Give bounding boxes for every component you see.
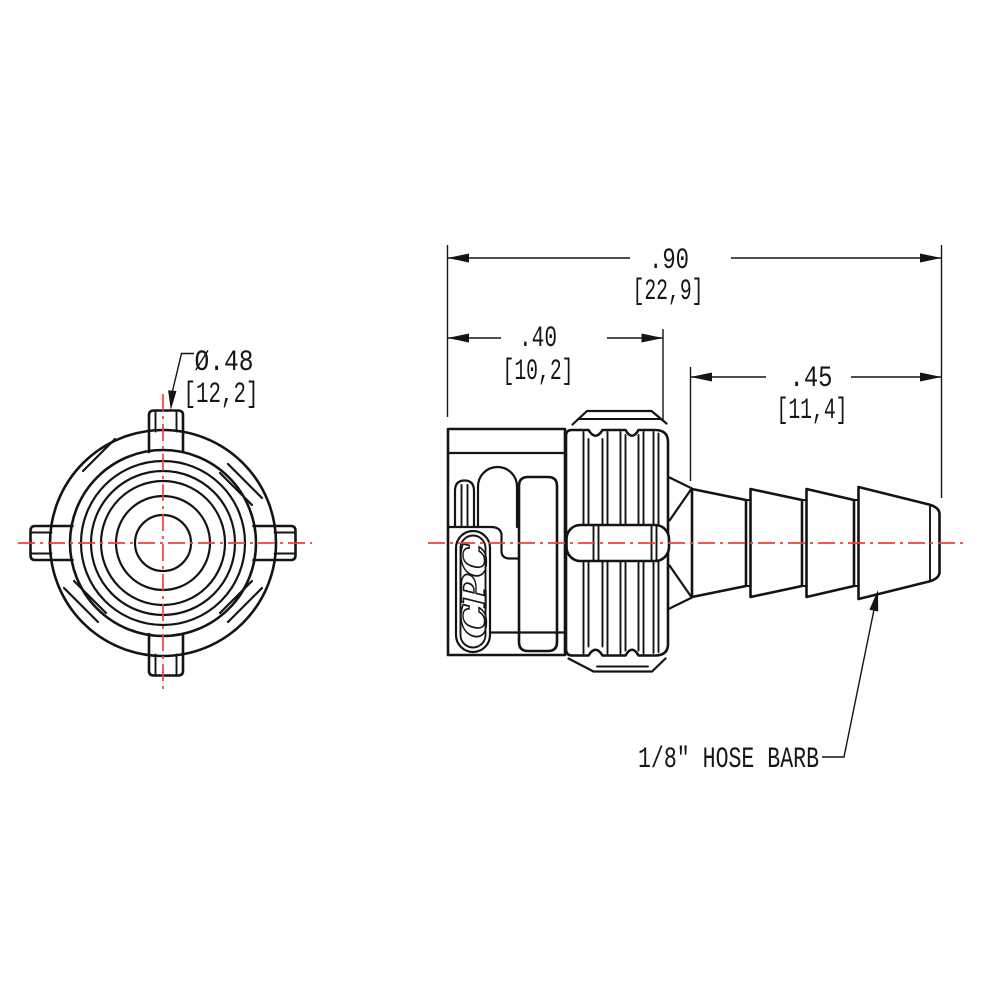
dim-overall-mm: [22,9] [633, 275, 704, 309]
dim-barb-mm: [11,4] [777, 394, 848, 428]
arrowhead-left [447, 333, 469, 343]
hose-barb [690, 485, 941, 601]
body-side-panel [517, 475, 559, 653]
arrowhead-right [920, 253, 942, 263]
collar-nut [564, 409, 671, 673]
coupling-body: CPC [446, 427, 567, 657]
tab-bottom [147, 632, 185, 677]
arrowhead-right [641, 333, 663, 343]
dimension-barb-length: .45 [11,4] [690, 362, 942, 428]
dim-barb-in: .45 [790, 362, 833, 396]
dimension-overall-length: .90 [22,9] [447, 244, 942, 309]
collar-ribs [582, 431, 660, 655]
dim-body-mm: [10,2] [503, 355, 574, 389]
hose-barb-callout: 1/8″ HOSE BARB [638, 590, 879, 777]
arrowhead-down [168, 390, 177, 410]
logo-recess: CPC [454, 529, 496, 654]
tab-top [147, 409, 185, 454]
arrowhead-left [447, 253, 469, 263]
arrowhead-right [920, 372, 942, 382]
collar-top-cap [571, 409, 668, 426]
dimensions: .90 [22,9] .40 [10,2] .45 [11,4] Ø.48 [1… [168, 244, 943, 777]
side-view: CPC [446, 409, 941, 673]
arrowhead-left [690, 372, 712, 382]
dim-diameter-mm: [12,2] [184, 378, 259, 412]
barb-funnel [667, 475, 694, 611]
logo-recess-outer [454, 529, 492, 654]
dimension-diameter: Ø.48 [12,2] [168, 346, 259, 412]
logo-recess-inner [459, 534, 487, 649]
hose-barb-label: 1/8″ HOSE BARB [638, 743, 819, 777]
centerlines [18, 394, 964, 692]
latch-slot [453, 479, 476, 529]
barb-tip-cone [857, 485, 941, 601]
collar-bottom-cap [567, 657, 667, 673]
dim-diameter-in: Ø.48 [195, 346, 254, 380]
dimension-body-length: .40 [10,2] [447, 322, 663, 389]
collar-chamfer-lines [62, 437, 264, 624]
arrowhead-up-right [869, 590, 879, 612]
latch-button-dome [476, 465, 519, 529]
cpc-logo: CPC [455, 544, 495, 638]
dim-overall-in: .90 [649, 244, 689, 278]
dim-body-in: .40 [519, 322, 557, 356]
